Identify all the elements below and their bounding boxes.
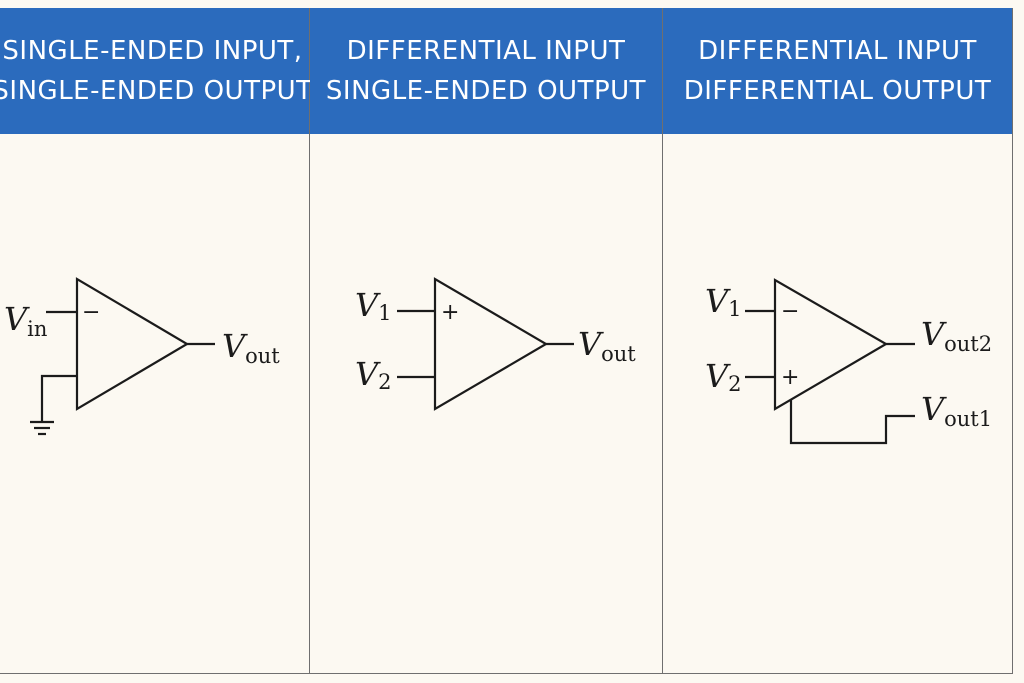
panel-single-ended: SINGLE-ENDED INPUT, SINGLE-ENDED OUTPUT (0, 8, 312, 674)
noninverting-sign: + (441, 300, 459, 325)
panel-header: SINGLE-ENDED INPUT, SINGLE-ENDED OUTPUT (0, 8, 312, 134)
opamp-triangle (75, 277, 190, 411)
header-line: DIFFERENTIAL OUTPUT (683, 76, 992, 106)
panel-differential-input: DIFFERENTIAL INPUT SINGLE-ENDED OUTPUT (310, 8, 663, 674)
inverting-sign: − (82, 300, 100, 325)
label-main: V (355, 355, 381, 393)
panel-differential-output: DIFFERENTIAL INPUT DIFFERENTIAL OUTPUT (663, 8, 1013, 674)
opamp-differential-input: + V1 V2 Vout (355, 277, 636, 411)
label-sub: out1 (944, 407, 992, 431)
input-label-v2: V2 (705, 357, 741, 396)
output-label-vout1: Vout1 (921, 390, 992, 431)
opamp-differential-output: − + V1 V2 Vout2 Vout1 (705, 278, 992, 445)
opamp-triangle (773, 278, 889, 411)
output-wire-1 (789, 400, 915, 445)
panel-header: DIFFERENTIAL INPUT SINGLE-ENDED OUTPUT (310, 8, 662, 134)
header-line: SINGLE-ENDED OUTPUT (325, 76, 647, 106)
label-sub: 1 (728, 297, 741, 321)
input-label-v1: V1 (355, 286, 391, 325)
label-sub: out (245, 344, 280, 368)
label-main: V (355, 286, 381, 324)
header-line: DIFFERENTIAL INPUT (346, 36, 626, 66)
label-sub: 2 (728, 372, 741, 396)
label-main: V (4, 300, 30, 338)
label-main: V (705, 282, 731, 320)
output-label-vout2: Vout2 (921, 315, 992, 356)
label-sub: out (601, 342, 636, 366)
label-sub: in (27, 317, 47, 341)
opamp-triangle (433, 277, 549, 411)
label-sub: 2 (378, 370, 391, 394)
output-label-vout: Vout (578, 325, 636, 366)
input-label-vin: Vin (4, 300, 47, 341)
input-label-v1: V1 (705, 282, 741, 321)
output-label-vout: Vout (222, 327, 280, 368)
header-line: SINGLE-ENDED INPUT, (2, 36, 303, 66)
noninverting-sign: + (781, 365, 799, 390)
label-sub: 1 (378, 301, 391, 325)
label-sub: out2 (944, 332, 992, 356)
input-label-v2: V2 (355, 355, 391, 394)
ground-wire (40, 374, 77, 422)
label-main: V (705, 357, 731, 395)
opamp-single-ended: − Vin Vout (4, 277, 280, 436)
panel-header: DIFFERENTIAL INPUT DIFFERENTIAL OUTPUT (663, 8, 1012, 134)
header-line: SINGLE-ENDED OUTPUT (0, 76, 313, 106)
label-main: V (222, 327, 248, 365)
label-main: V (921, 315, 947, 353)
header-line: DIFFERENTIAL INPUT (698, 36, 977, 66)
label-main: V (921, 390, 947, 428)
label-main: V (578, 325, 604, 363)
inverting-sign: − (781, 299, 799, 324)
